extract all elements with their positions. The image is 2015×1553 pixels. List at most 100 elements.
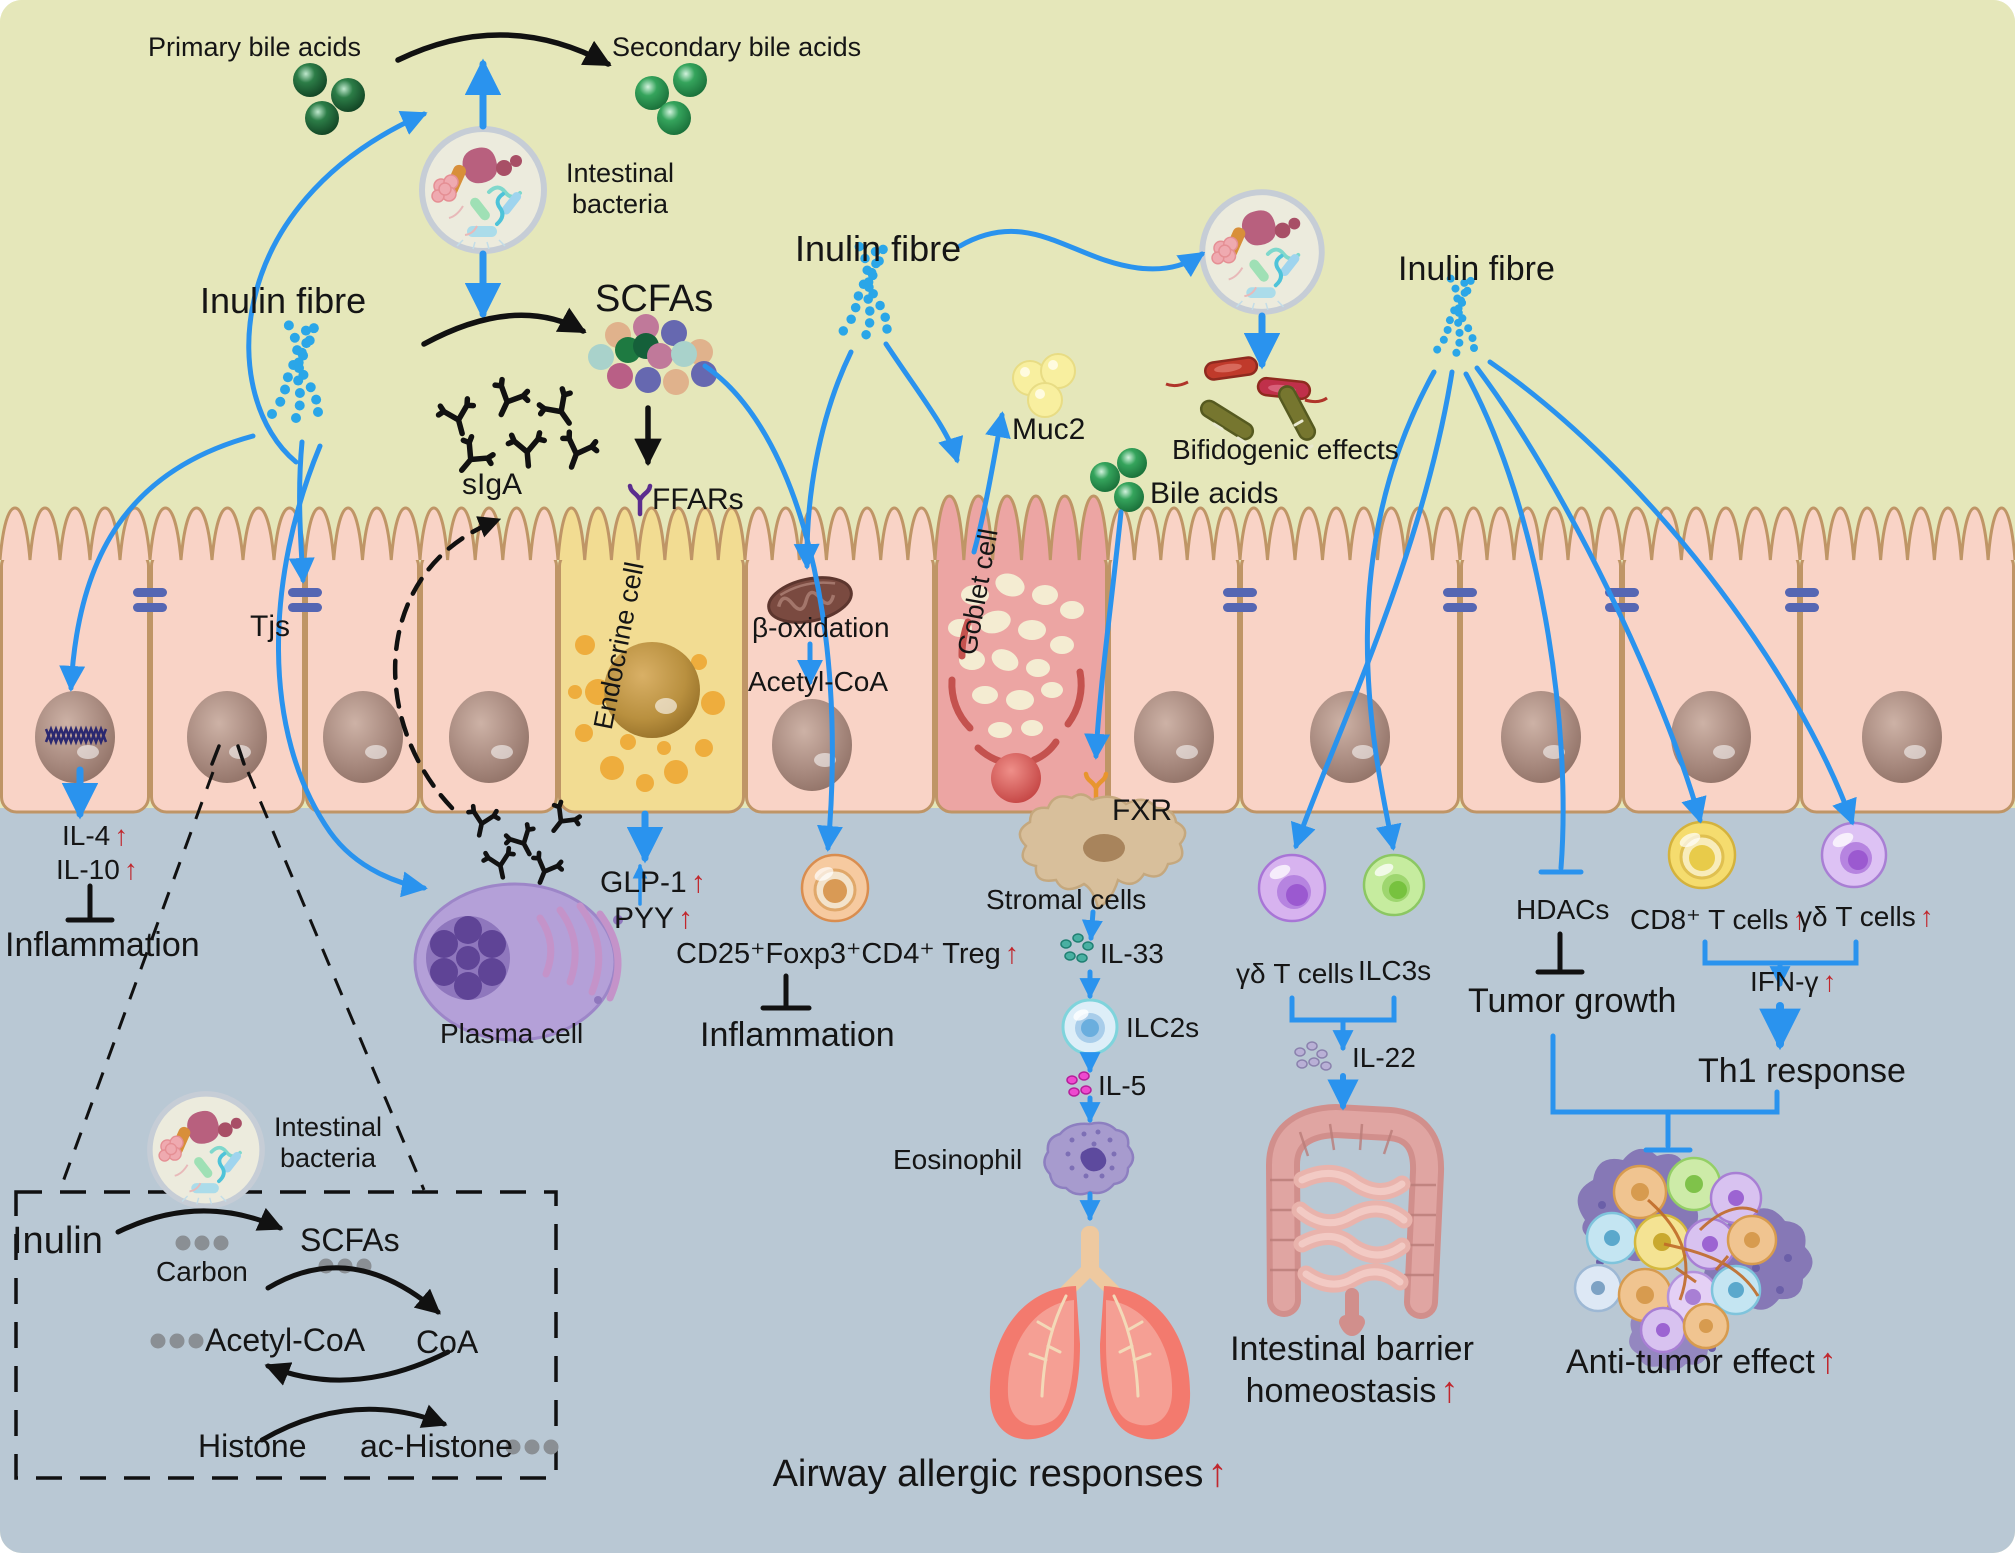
- intestinal-barrier-line2: homeostasis: [1245, 1372, 1437, 1411]
- inulin-fibre-right-label: Inulin fibre: [1398, 250, 1555, 288]
- ifn-up-arrow: ↑: [1822, 966, 1837, 997]
- arrow-siga-secretion-dashed: [392, 516, 502, 811]
- box-bacteria-line2: bacteria: [279, 1143, 377, 1174]
- eosinophil-icon[interactable]: [1043, 1121, 1135, 1196]
- tight-junction-icon[interactable]: [1605, 588, 1639, 597]
- il4-up-arrow: ↑: [114, 820, 129, 851]
- cell-nucleus: [187, 691, 267, 783]
- cell-nucleus: [1671, 691, 1751, 783]
- ilc2-cell-icon[interactable]: [1061, 998, 1119, 1056]
- intestinal-bacteria-line1: Intestinal: [565, 158, 675, 188]
- muc2-label: Muc2: [1012, 413, 1086, 446]
- inulin-fibre-mid-label: Inulin fibre: [795, 228, 962, 269]
- plasma-cell-icon[interactable]: [413, 882, 623, 1042]
- gd-t-cell-right-icon[interactable]: [1820, 821, 1888, 889]
- tight-junction-icon[interactable]: [1785, 603, 1819, 612]
- ilc3s-label: ILC3s: [1358, 955, 1432, 986]
- intestinal-bacteria-icon-box[interactable]: [150, 1094, 262, 1206]
- arrow-fibre-to-plasma-cell: [276, 443, 428, 898]
- ilc3-cell-icon[interactable]: [1362, 853, 1426, 917]
- tight-junction-icon[interactable]: [1443, 588, 1477, 597]
- cd8-t-cells-label: CD8⁺ T cells↑: [1630, 904, 1806, 936]
- villi: [1240, 508, 1460, 560]
- tight-junction-icon[interactable]: [1443, 603, 1477, 612]
- arrow-inulin-to-scfas-box: [115, 1207, 284, 1235]
- primary-bile-acids-label: Primary bile acids: [148, 32, 362, 62]
- anti-tumor-text: Anti-tumor effect: [1566, 1343, 1815, 1381]
- villi-edge: [1238, 506, 1462, 561]
- il33-label: IL-33: [1100, 938, 1164, 969]
- pyy-label: PYY↑: [614, 902, 693, 937]
- inhibit-treg-inflammation: [760, 973, 812, 1011]
- villi: [305, 508, 420, 560]
- tight-junctions[interactable]: [133, 588, 1819, 612]
- bracket-tumor-th1: [1550, 1033, 1780, 1115]
- muc2-icon: [1012, 353, 1076, 418]
- treg-cell-icon[interactable]: [800, 853, 870, 923]
- ilc2s-label: ILC2s: [1126, 1012, 1200, 1043]
- il5-label: IL-5: [1098, 1070, 1147, 1101]
- il4-label: IL-4↑: [62, 820, 128, 852]
- ffars-receptor-icon[interactable]: [627, 483, 653, 517]
- endocrine-nucleus: [604, 642, 700, 738]
- metabolism-inset-box: [14, 1190, 558, 1480]
- tight-junction-icon[interactable]: [288, 603, 322, 612]
- line-fibre-to-hdacs: [1463, 371, 1566, 871]
- carbon-label: Carbon: [156, 1256, 248, 1287]
- arrow-stromal-to-il33: [1081, 909, 1103, 942]
- nucleus-highlight: [1176, 745, 1198, 759]
- intestinal-bacteria-icon[interactable]: [422, 129, 544, 251]
- intestinal-bacteria-icon-right[interactable]: [1202, 192, 1322, 312]
- beta-oxidation-label: β-oxidation: [752, 612, 890, 643]
- gd-t-cells-right-label: γδ T cells↑: [1798, 901, 1934, 933]
- magnified-nucleus-marks: [210, 744, 246, 766]
- tight-junction-icon[interactable]: [1785, 588, 1819, 597]
- blue-arrows: [59, 58, 1859, 1222]
- glp1-up-arrow: ↑: [690, 866, 706, 899]
- inulin-fibre-icon: [838, 241, 892, 340]
- tight-junction-icon[interactable]: [1223, 603, 1257, 612]
- tight-junction-icon[interactable]: [1223, 588, 1257, 597]
- tight-junction-icon[interactable]: [133, 588, 167, 597]
- glp1-text: GLP-1: [600, 866, 687, 899]
- tight-junction-icon[interactable]: [1605, 603, 1639, 612]
- villi-edge: [1106, 506, 1242, 561]
- cell-nucleus: [772, 699, 852, 791]
- nucleus-highlight: [365, 745, 387, 759]
- goblet-er-arcs: [948, 618, 1085, 768]
- arrow-primary-to-secondary: [395, 32, 612, 67]
- tight-junction-icon[interactable]: [133, 603, 167, 612]
- inflammation-mid-label: Inflammation: [700, 1016, 895, 1054]
- villi-edge: [1798, 506, 2015, 561]
- tight-junction-icon[interactable]: [288, 588, 322, 597]
- primary-bile-acids-icon: [293, 63, 365, 135]
- nucleus-highlight: [491, 745, 513, 759]
- pyy-text: PYY: [614, 902, 675, 935]
- goblet-mucin-granules: [948, 573, 1084, 738]
- airway-label: Airway allergic responses↑: [773, 1450, 1228, 1497]
- treg-label: CD25⁺Foxp3⁺CD4⁺ Treg↑: [676, 938, 1019, 971]
- magnification-dashed-lines: [58, 771, 426, 1191]
- plasma-cell-label: Plasma cell: [440, 1018, 584, 1049]
- villi-edge: [148, 506, 307, 561]
- villi: [1460, 508, 1622, 560]
- arrow-fibre-to-goblet: [883, 341, 964, 464]
- stromal-cell-icon[interactable]: [1018, 793, 1187, 910]
- arrow-fibre-to-betaox-cell: [793, 349, 854, 570]
- scfas-label: SCFAs: [595, 278, 714, 320]
- anti-tumor-up-arrow: ↑: [1818, 1340, 1837, 1381]
- cd8-t-cell-icon[interactable]: [1667, 820, 1737, 890]
- arrow-bile-to-fxr: [1084, 509, 1124, 760]
- arrow-coa-to-acetylcoa-box: [264, 1349, 451, 1386]
- arrow-fibre-to-cd8: [1474, 365, 1707, 824]
- cell-nucleus: [323, 691, 403, 783]
- villi-edge: [0, 506, 152, 561]
- il4-text: IL-4: [62, 820, 111, 851]
- villi-edge: [743, 506, 937, 561]
- villi-edge: [418, 506, 560, 561]
- gd-t-cell-left-icon[interactable]: [1257, 853, 1327, 923]
- fxr-label: FXR: [1112, 794, 1172, 827]
- stromal-cells-label: Stromal cells: [986, 884, 1147, 915]
